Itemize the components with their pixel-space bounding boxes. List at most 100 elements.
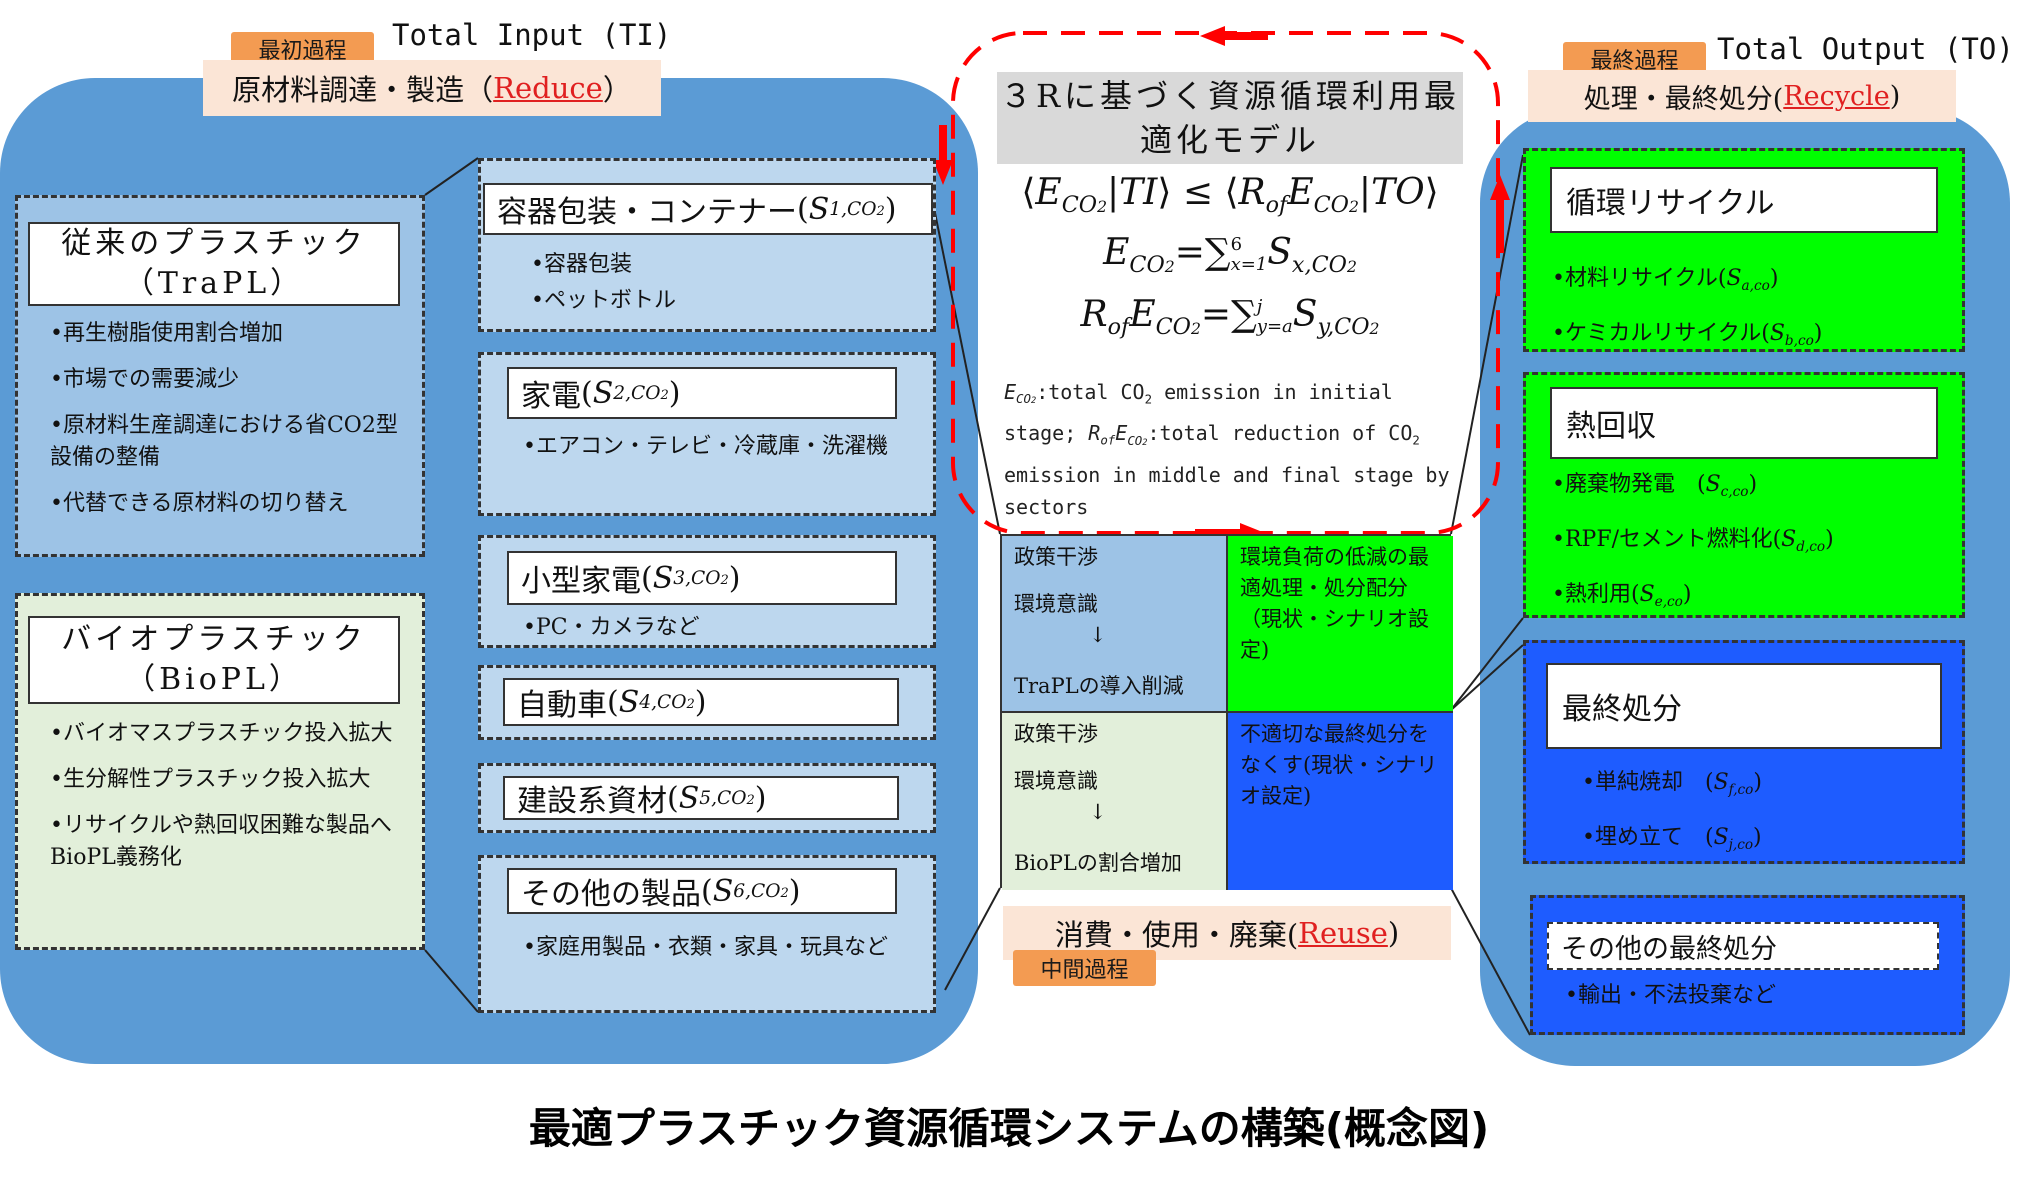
- item-end: ): [1825, 526, 1834, 552]
- item-end: ): [1769, 266, 1779, 291]
- sub2: 2: [780, 885, 789, 901]
- item-subscript: d,co: [1796, 538, 1826, 555]
- bullet: •熱利用(Se,co): [1552, 581, 1692, 610]
- output-title: 循環リサイクル: [1550, 167, 1938, 233]
- sector-symbol: S: [712, 873, 734, 909]
- sector-symbol: S: [808, 191, 830, 227]
- item-subscript: b,co: [1784, 332, 1814, 349]
- stage-prefix: 原材料調達・製造（: [232, 73, 494, 107]
- sector-subscript: 1,CO2: [829, 199, 885, 220]
- bullet: •リサイクルや熱回収困難な製品へBioPL義務化: [50, 813, 392, 870]
- stage-suffix: ): [1889, 80, 1901, 112]
- reuse-keyword: Reuse: [1298, 916, 1388, 950]
- trapl-title-line1: 従来のプラスチック: [61, 226, 367, 261]
- item-subscript: j,co: [1728, 836, 1754, 853]
- down-arrow-icon: ↓: [1089, 800, 1107, 824]
- sector-symbol: S: [618, 684, 640, 720]
- sub: 2,CO: [613, 382, 661, 404]
- formula-constraint: ⟨ECO2|TI⟩ ≤ ⟨RofECO2|TO⟩: [1021, 172, 1439, 218]
- output-bullets: •単純焼却 (Sf,co) •埋め立て (Sj,co): [1582, 767, 1762, 875]
- sub: 5,CO: [699, 787, 747, 809]
- sector-name: その他の製品: [521, 877, 701, 912]
- middle-stage-tag: 中間過程: [1013, 950, 1156, 986]
- input-stage-box: 原材料調達・製造（Reduce）: [203, 60, 661, 116]
- sector-subscript: 4,CO2: [639, 692, 695, 713]
- item-text: •単純焼却 (: [1582, 770, 1714, 795]
- down-arrow-icon: ↓: [1089, 623, 1107, 647]
- trapl-box: 従来のプラスチック （TraPL） •再生樹脂使用割合増加 •市場での需要減少 …: [15, 195, 425, 557]
- sub2: 2: [876, 203, 885, 219]
- bullet: •代替できる原材料の切り替え: [50, 491, 349, 516]
- item-text: •RPF/セメント燃料化(: [1552, 526, 1782, 552]
- matrix-line: 環境意識: [1014, 769, 1098, 793]
- stage-prefix: 消費・使用・廃棄(: [1054, 918, 1299, 952]
- matrix-line: 政策干渉: [1014, 722, 1098, 746]
- output-recycle-box: 循環リサイクル •材料リサイクル(Sa,co) •ケミカルリサイクル(Sb,co…: [1523, 148, 1965, 352]
- bullet: •市場での需要減少: [50, 367, 239, 392]
- item-end: ): [1813, 320, 1823, 346]
- biopl-title-line1: バイオプラスチック: [61, 622, 367, 657]
- sector-bullets-2: •エアコン・テレビ・冷蔵庫・洗濯機: [523, 431, 913, 477]
- sector-symbol: S: [678, 780, 700, 816]
- desc-part: :total reduction of CO: [1147, 421, 1413, 446]
- biopl-title: バイオプラスチック （BioPL）: [28, 616, 400, 704]
- stage-suffix: ): [1387, 916, 1400, 950]
- sub: 6,CO: [733, 880, 781, 902]
- total-input-label: Total Input (TI): [392, 18, 672, 52]
- output-title: 最終処分: [1546, 663, 1942, 749]
- output-other-disposal-box: その他の最終処分 •輸出・不法投棄など: [1530, 895, 1965, 1035]
- sector-bullets-1: •容器包装 •ペットボトル: [531, 249, 676, 331]
- bullet: •廃棄物発電 (Sc,co): [1552, 472, 1758, 500]
- bullet: •バイオマスプラスチック投入拡大: [50, 721, 393, 746]
- output-bullets: •材料リサイクル(Sa,co) •ケミカルリサイクル(Sb,co): [1552, 263, 1822, 371]
- stage-suffix: ）: [602, 73, 632, 107]
- trapl-title: 従来のプラスチック （TraPL）: [28, 222, 400, 306]
- matrix-biopl-cell: 政策干渉 環境意識 ↓ BioPLの割合増加: [1002, 713, 1228, 890]
- sector-bullets-3: •PC・カメラなど: [523, 612, 700, 658]
- sector-subscript: 6,CO2: [733, 881, 789, 902]
- trapl-title-line2: （TraPL）: [123, 266, 305, 301]
- sub2: 2: [746, 792, 755, 808]
- sector-subscript: 2,CO2: [613, 383, 669, 404]
- sector-name: 小型家電: [521, 564, 641, 599]
- item-subscript: c,co: [1720, 483, 1749, 500]
- bullet: •埋め立て (Sj,co): [1582, 824, 1762, 853]
- desc-part: :total CO: [1036, 380, 1145, 404]
- desc-part: emission in middle and final stage by se…: [1004, 462, 1450, 519]
- output-bullets: •輸出・不法投棄など: [1565, 980, 1776, 1026]
- bullet: •RPF/セメント燃料化(Sd,co): [1552, 526, 1834, 555]
- model-description: ECO2:total CO2 emission in initial stage…: [1004, 380, 1450, 519]
- sector-name: 家電: [521, 379, 581, 414]
- desc-part: emission in initial stage;: [1004, 380, 1393, 446]
- bullet: •材料リサイクル(Sa,co): [1552, 266, 1779, 294]
- sector-bullets-6: •家庭用製品・衣類・家具・玩具など: [523, 932, 903, 978]
- item-text: •熱利用(: [1552, 581, 1640, 607]
- item-end: ): [1753, 770, 1762, 795]
- matrix-line: 環境意識: [1014, 592, 1098, 616]
- sector-symbol: S: [592, 375, 614, 411]
- output-final-disposal-box: 最終処分 •単純焼却 (Sf,co) •埋め立て (Sj,co): [1523, 640, 1965, 864]
- bullet: •ケミカルリサイクル(Sb,co): [1552, 320, 1823, 349]
- item-subscript: e,co: [1654, 593, 1683, 610]
- bullet: •輸出・不法投棄など: [1565, 983, 1776, 1008]
- matrix-line: 政策干渉: [1014, 545, 1098, 569]
- sub2: 2: [720, 572, 729, 588]
- model-title: ３Rに基づく資源循環利用最適化モデル: [997, 72, 1463, 164]
- item-text: •廃棄物発電 (: [1552, 472, 1706, 497]
- sector-subscript: 3,CO2: [673, 568, 729, 589]
- output-heat-recovery-box: 熱回収 •廃棄物発電 (Sc,co) •RPF/セメント燃料化(Sd,co) •…: [1523, 372, 1965, 618]
- item-text: •ケミカルリサイクル(: [1552, 320, 1770, 346]
- matrix-line: BioPLの割合増加: [1014, 851, 1182, 875]
- sub2: 2: [660, 387, 669, 403]
- item-text: •材料リサイクル(: [1552, 266, 1727, 291]
